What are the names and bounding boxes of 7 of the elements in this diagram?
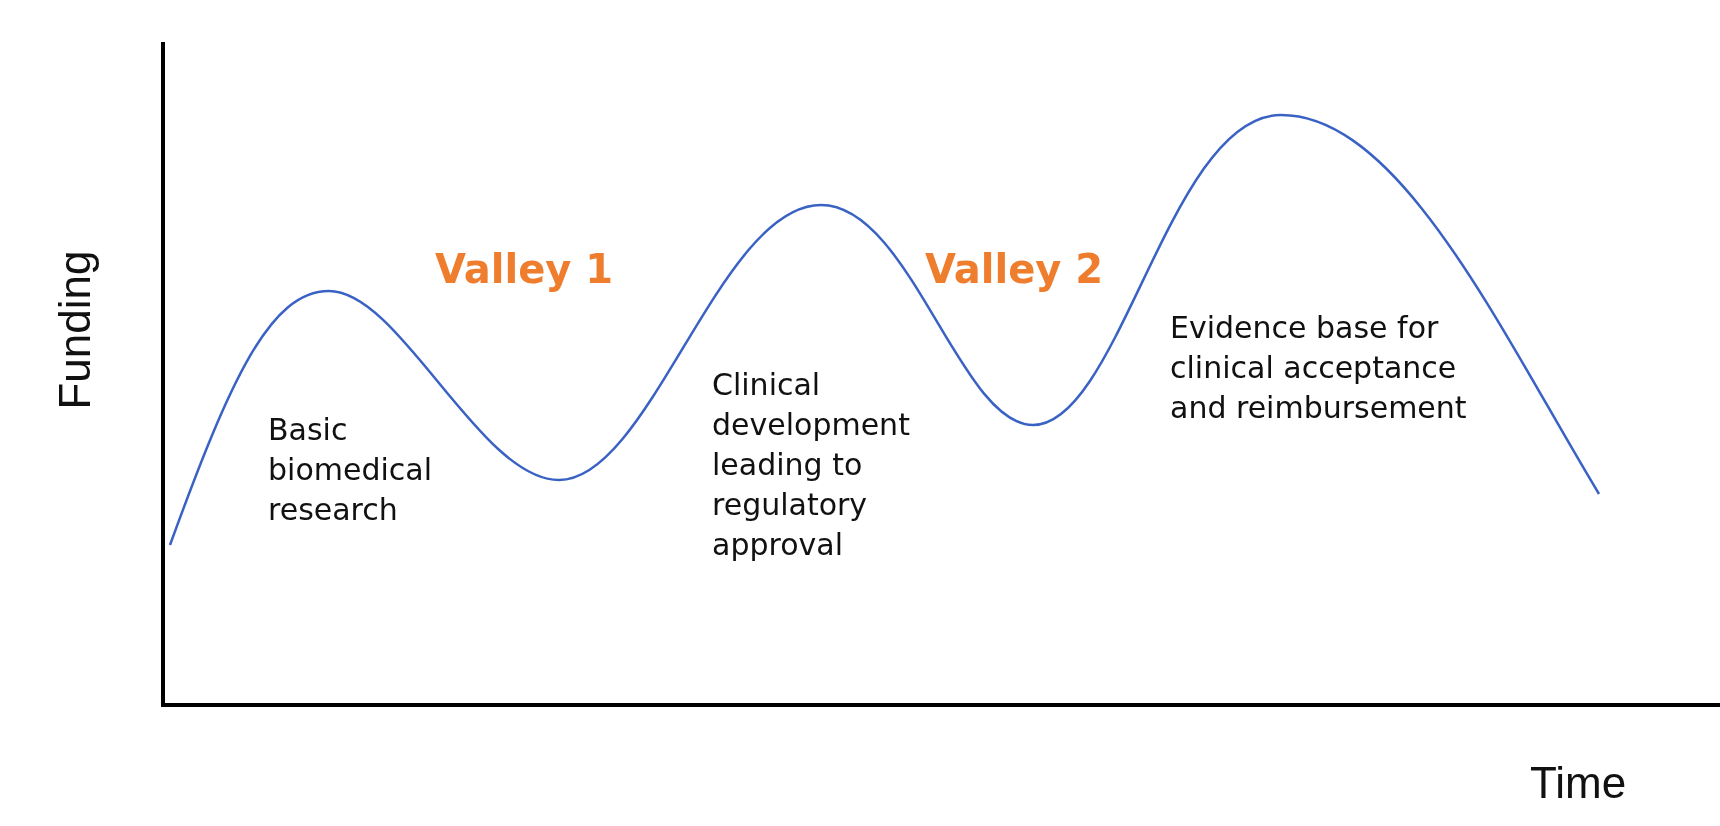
stage-label: Clinical development leading to regulatory approval: [712, 366, 911, 564]
stage-label: Evidence base for clinical acceptance and reimbursement: [1170, 309, 1468, 427]
valley-label: Valley 2: [925, 245, 1104, 293]
axis-title: Funding: [50, 249, 100, 412]
axis-title: Time: [1530, 758, 1627, 808]
valley-label: Valley 1: [435, 245, 614, 293]
stage-label: Basic biomedical research: [268, 411, 433, 529]
